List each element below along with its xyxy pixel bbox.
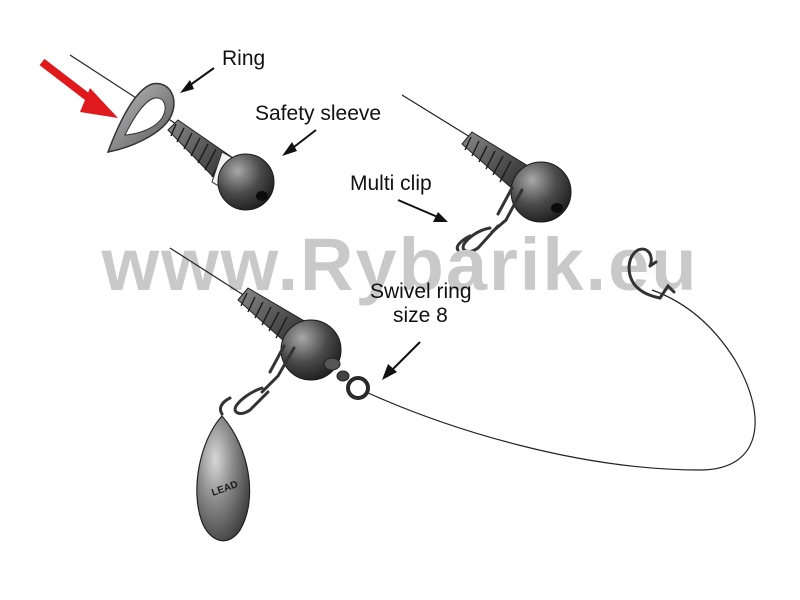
hook-icon [627, 247, 676, 300]
watermark-text: www.Rybarik.eu [101, 223, 699, 306]
pointer-arrow-icon [180, 67, 215, 93]
svg-text:Safety sleeve: Safety sleeve [255, 102, 381, 125]
bead-icon [217, 153, 275, 211]
lead-weight-icon: LEAD [196, 415, 251, 542]
red-arrow-icon [39, 58, 118, 118]
svg-text:Multi clip: Multi clip [350, 172, 432, 195]
top-right-assembly [401, 94, 572, 253]
label-safety-sleeve: Safety sleeve [255, 102, 381, 156]
svg-text:size 8: size 8 [393, 304, 448, 327]
label-multi-clip: Multi clip [350, 172, 448, 222]
multi-clip-icon [218, 344, 296, 416]
label-swivel-ring: Swivel ring size 8 [370, 280, 472, 380]
svg-text:Ring: Ring [222, 47, 265, 70]
bead-icon [510, 161, 572, 223]
multi-clip-icon [455, 186, 524, 253]
fishing-line-3 [169, 247, 246, 297]
swivel-ring-icon [323, 357, 370, 400]
bottom-assembly: LEAD [169, 247, 756, 542]
ring-icon [106, 82, 175, 153]
bead-icon [280, 319, 342, 381]
label-ring: Ring [180, 47, 265, 93]
sleeve-icon [461, 131, 529, 193]
pointer-arrow-icon [397, 199, 448, 222]
fishing-line-2 [401, 94, 471, 138]
svg-text:Swivel ring: Swivel ring [370, 280, 472, 303]
pointer-arrow-icon [282, 129, 317, 156]
top-left-assembly [39, 54, 275, 211]
pointer-arrow-icon [382, 341, 421, 380]
hooklink-line [365, 289, 756, 471]
